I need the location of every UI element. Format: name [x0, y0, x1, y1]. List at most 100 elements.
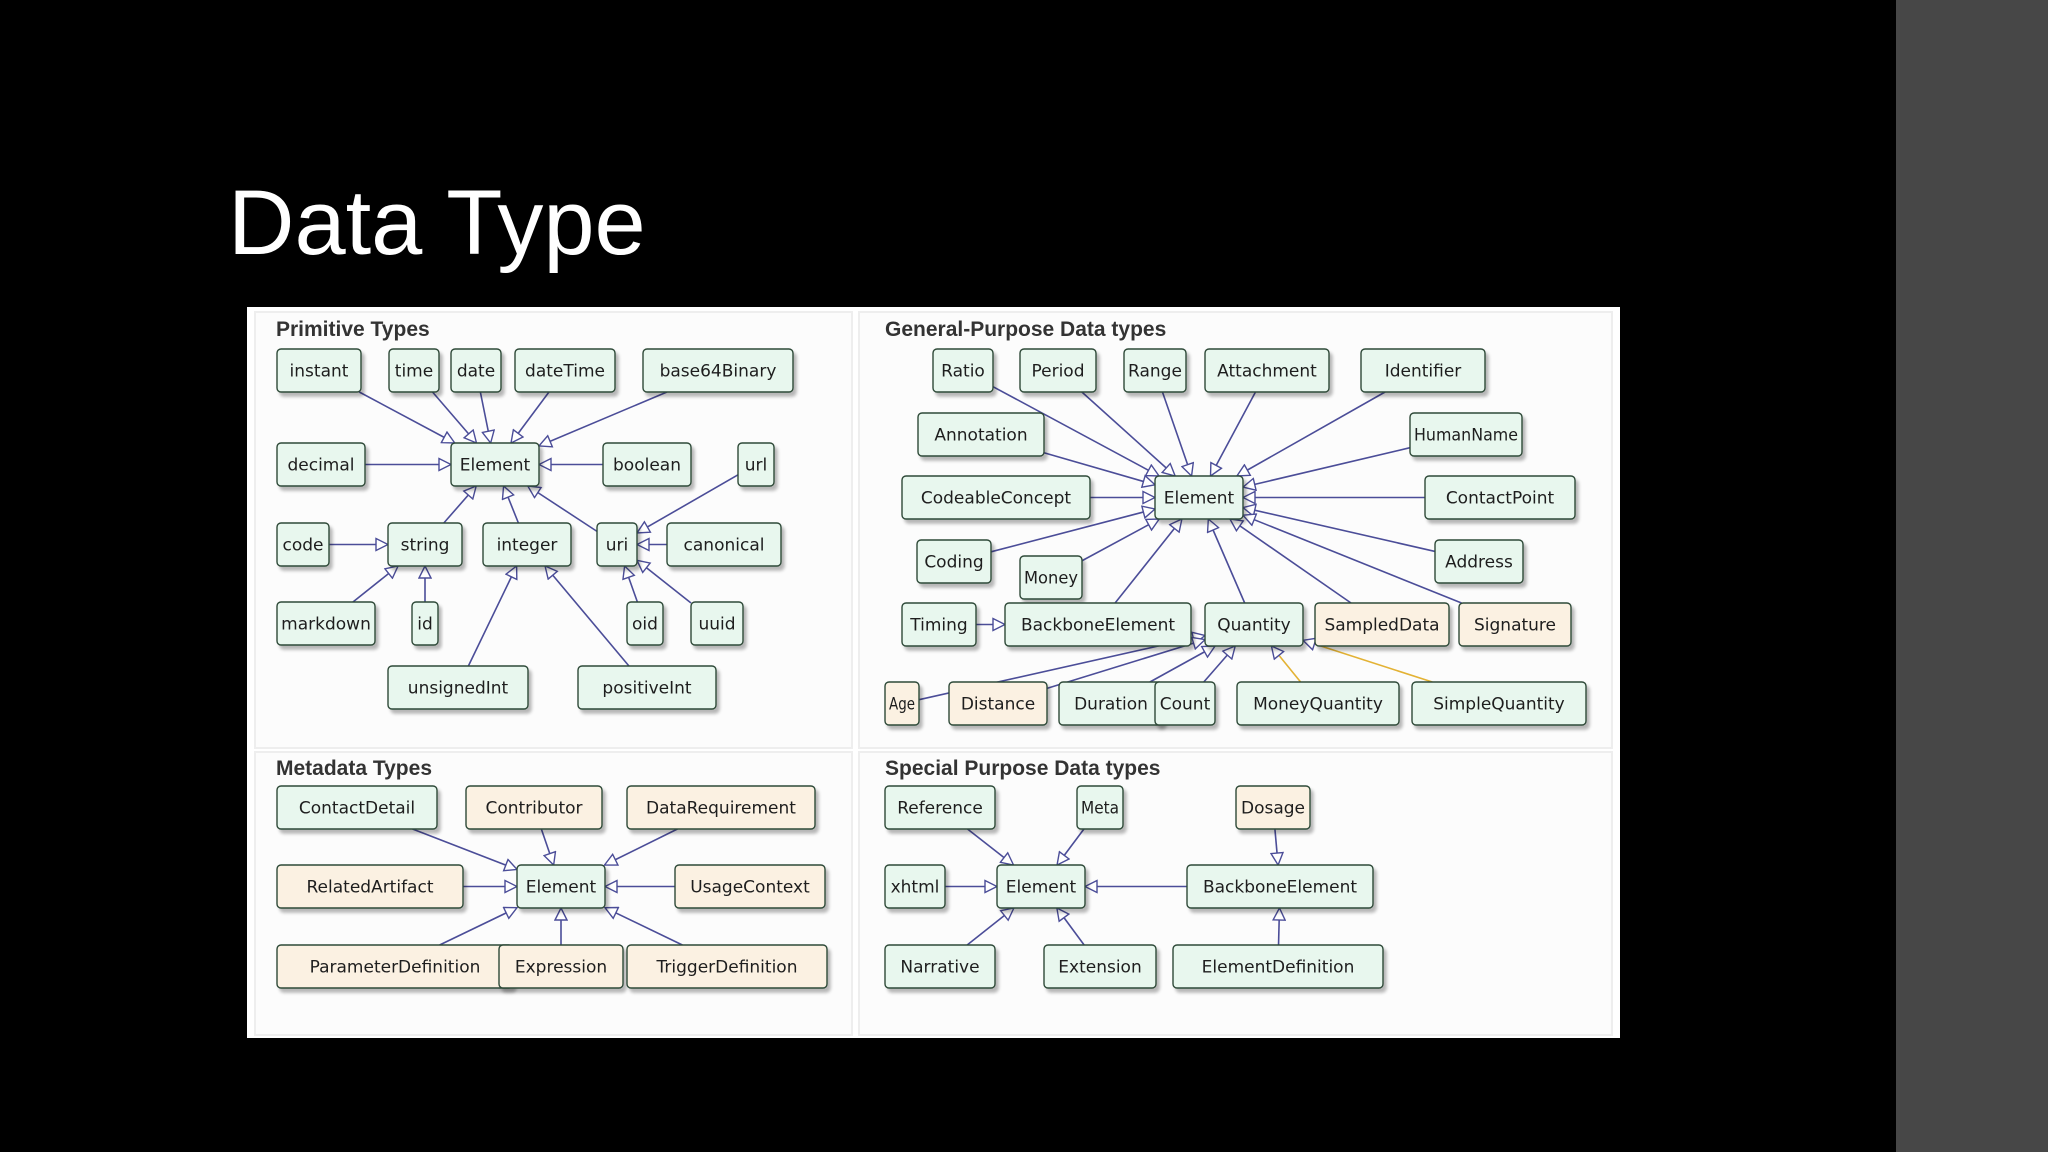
- edge-general-annotation-to-element: [1043, 451, 1155, 485]
- node-primitive-dateTime: dateTime: [514, 348, 616, 393]
- node-label-coding: Coding: [924, 553, 983, 573]
- node-box-address: [1434, 539, 1524, 584]
- node-box-backboneElement: [1186, 864, 1374, 909]
- node-special-dosage: Dosage: [1235, 785, 1311, 830]
- node-box-integer: [482, 522, 572, 567]
- node-label-uri: uri: [606, 536, 629, 556]
- node-primitive-uuid: uuid: [690, 601, 744, 646]
- node-primitive-integer: integer: [482, 522, 572, 567]
- node-box-timing: [901, 602, 977, 647]
- node-metadata-dataRequirement: DataRequirement: [626, 785, 816, 830]
- node-label-narrative: Narrative: [900, 958, 979, 978]
- node-box-time: [388, 348, 440, 393]
- node-general-timing: Timing: [901, 602, 977, 647]
- panel-title-general: General-Purpose Data types: [885, 318, 1166, 341]
- node-box-uuid: [690, 601, 744, 646]
- node-box-contributor: [465, 785, 603, 830]
- node-label-extension: Extension: [1058, 958, 1141, 978]
- node-box-sampledData: [1314, 602, 1450, 647]
- node-label-codeableConcept: CodeableConcept: [921, 489, 1072, 509]
- node-box-elementDefinition: [1172, 944, 1384, 989]
- node-metadata-parameterDefinition: ParameterDefinition: [276, 944, 514, 989]
- edge-primitive-uri-to-element: [528, 486, 598, 533]
- node-label-oid: oid: [632, 615, 658, 635]
- node-label-element: Element: [460, 456, 531, 476]
- edge-special-extension-to-element: [1057, 908, 1085, 946]
- node-label-contactPoint: ContactPoint: [1446, 489, 1555, 509]
- edge-primitive-integer-to-element: [504, 486, 520, 524]
- edge-primitive-oid-to-uri: [625, 566, 639, 603]
- node-primitive-date: date: [450, 348, 502, 393]
- node-general-signature: Signature: [1458, 602, 1572, 647]
- edge-primitive-positiveInt-to-integer: [545, 566, 630, 667]
- node-box-uri: [596, 522, 638, 567]
- edge-primitive-base64Binary-to-element: [539, 391, 668, 446]
- node-label-duration: Duration: [1074, 695, 1148, 715]
- node-box-expression: [498, 944, 624, 989]
- node-box-count: [1154, 681, 1216, 726]
- node-label-dateTime: dateTime: [525, 362, 605, 382]
- node-general-money: Money: [1019, 555, 1083, 600]
- slide-title: Data Type: [228, 172, 646, 274]
- node-primitive-id: id: [411, 601, 439, 646]
- node-box-range: [1123, 348, 1187, 393]
- node-label-xhtml: xhtml: [891, 878, 940, 898]
- node-box-dataRequirement: [626, 785, 816, 830]
- node-box-canonical: [666, 522, 782, 567]
- node-primitive-string: string: [387, 522, 463, 567]
- node-box-element: [516, 864, 606, 909]
- edge-primitive-dateTime-to-element: [511, 391, 550, 443]
- edge-special-narrative-to-element: [966, 908, 1014, 946]
- node-general-humanName: HumanName: [1409, 412, 1523, 457]
- node-label-date: date: [457, 362, 495, 382]
- node-label-boolean: boolean: [613, 456, 681, 476]
- node-primitive-instant: instant: [276, 348, 362, 393]
- node-box-base64Binary: [642, 348, 794, 393]
- node-label-timing: Timing: [909, 616, 967, 636]
- node-label-triggerDefinition: TriggerDefinition: [656, 958, 798, 978]
- edge-general-signature-to-element: [1243, 515, 1462, 604]
- node-box-string: [387, 522, 463, 567]
- node-special-meta: Meta: [1076, 785, 1124, 830]
- node-special-elementDefinition: ElementDefinition: [1172, 944, 1384, 989]
- node-general-element: Element: [1154, 475, 1244, 520]
- edge-metadata-dataRequirement-to-element: [605, 828, 678, 865]
- node-label-contactDetail: ContactDetail: [299, 799, 415, 819]
- node-box-relatedArtifact: [276, 864, 464, 909]
- node-box-signature: [1458, 602, 1572, 647]
- node-box-meta: [1076, 785, 1124, 830]
- edge-primitive-markdown-to-string: [352, 566, 398, 603]
- node-box-age: [884, 681, 920, 726]
- node-label-quantity: Quantity: [1217, 616, 1290, 636]
- edge-special-elementDefinition-to-backboneElement: [1279, 908, 1280, 946]
- edge-general-moneyQuantity-to-quantity: [1271, 646, 1302, 683]
- node-box-xhtml: [884, 864, 946, 909]
- node-label-humanName: HumanName: [1414, 426, 1518, 446]
- node-general-identifier: Identifier: [1360, 348, 1486, 393]
- node-label-element: Element: [1164, 489, 1235, 509]
- node-label-annotation: Annotation: [934, 426, 1027, 446]
- node-box-triggerDefinition: [626, 944, 828, 989]
- node-general-address: Address: [1434, 539, 1524, 584]
- node-special-narrative: Narrative: [884, 944, 996, 989]
- node-label-id: id: [417, 615, 433, 635]
- node-box-distance: [948, 681, 1048, 726]
- node-label-contributor: Contributor: [485, 799, 582, 819]
- node-box-date: [450, 348, 502, 393]
- node-label-identifier: Identifier: [1385, 362, 1462, 382]
- edge-general-simpleQuantity-to-quantity: [1303, 640, 1433, 683]
- node-special-element: Element: [996, 864, 1086, 909]
- node-general-count: Count: [1154, 681, 1216, 726]
- node-label-unsignedInt: unsignedInt: [408, 679, 509, 699]
- node-box-humanName: [1409, 412, 1523, 457]
- edge-general-count-to-quantity: [1203, 646, 1235, 683]
- edge-general-distance-to-quantity: [1046, 640, 1205, 690]
- node-box-moneyQuantity: [1236, 681, 1400, 726]
- edge-metadata-contactDetail-to-element: [412, 828, 517, 869]
- edge-general-coding-to-element: [990, 509, 1155, 553]
- node-box-oid: [626, 601, 664, 646]
- node-general-moneyQuantity: MoneyQuantity: [1236, 681, 1400, 726]
- node-label-dataRequirement: DataRequirement: [646, 799, 796, 819]
- node-label-decimal: decimal: [287, 456, 354, 476]
